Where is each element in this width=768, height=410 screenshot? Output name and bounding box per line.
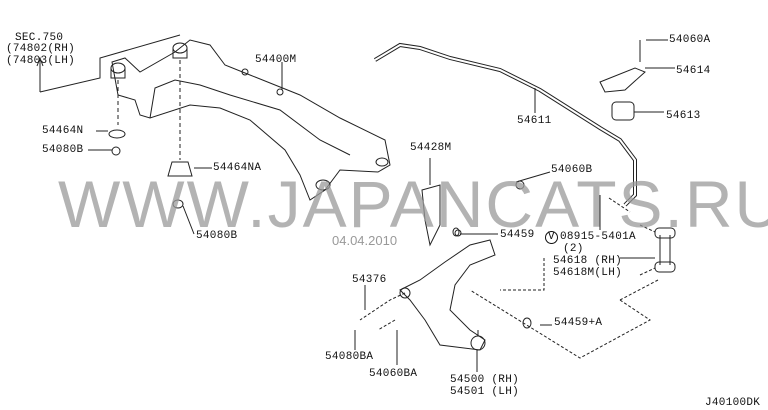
label-54060BA[interactable]: 54060BA xyxy=(369,368,418,380)
nut-54080B xyxy=(111,146,121,156)
diagram-code: J40100DK xyxy=(705,397,761,409)
label-54614[interactable]: 54614 xyxy=(676,65,711,77)
label-54501[interactable]: 54501 (LH) xyxy=(450,386,520,398)
label-54613[interactable]: 54613 xyxy=(666,110,701,122)
label-74802[interactable]: (74802(RH) xyxy=(6,43,76,55)
label-54618[interactable]: 54618 (RH) xyxy=(553,255,623,267)
label-54459[interactable]: 54459 xyxy=(500,229,535,241)
label-54400M[interactable]: 54400M xyxy=(255,54,297,66)
label-quantity: (2) xyxy=(563,243,584,255)
bushing-54613 xyxy=(611,101,635,121)
label-74803[interactable]: (74803(LH) xyxy=(6,55,76,67)
watermark: WWW.JAPANCATS.RU xyxy=(58,167,768,241)
label-54464NA[interactable]: 54464NA xyxy=(213,162,262,174)
label-54080B-2[interactable]: 54080B xyxy=(196,230,238,242)
label-08915-5401A[interactable]: 08915-5401A xyxy=(560,231,636,243)
front-suspension-member xyxy=(110,39,391,201)
insulator-54464NA xyxy=(167,161,193,177)
stabilizer-link xyxy=(659,235,671,265)
v-mark-icon: V xyxy=(545,231,558,244)
label-54428M[interactable]: 54428M xyxy=(410,142,452,154)
lower-control-arm xyxy=(399,229,496,351)
label-54060B[interactable]: 54060B xyxy=(551,164,593,176)
sec-leader-line xyxy=(39,34,181,93)
bracket-54428M xyxy=(421,184,441,247)
label-54080B[interactable]: 54080B xyxy=(42,144,84,156)
bushing-54464N xyxy=(108,129,126,139)
bracket-54614 xyxy=(599,67,646,93)
alignment-lines xyxy=(117,60,181,160)
nut-54080B-2 xyxy=(172,199,184,209)
sec-arrow xyxy=(36,56,44,92)
label-54500[interactable]: 54500 (RH) xyxy=(450,374,520,386)
label-54060A[interactable]: 54060A xyxy=(669,34,711,46)
label-54459A[interactable]: 54459+A xyxy=(554,317,603,329)
label-54618M[interactable]: 54618M(LH) xyxy=(553,267,623,279)
label-54376[interactable]: 54376 xyxy=(352,274,387,286)
label-54611[interactable]: 54611 xyxy=(517,115,552,127)
label-54464N[interactable]: 54464N xyxy=(42,125,84,137)
label-sec-750[interactable]: SEC.750 xyxy=(15,32,64,44)
watermark-date: 04.04.2010 xyxy=(332,233,398,248)
label-54080BA[interactable]: 54080BA xyxy=(325,351,374,363)
